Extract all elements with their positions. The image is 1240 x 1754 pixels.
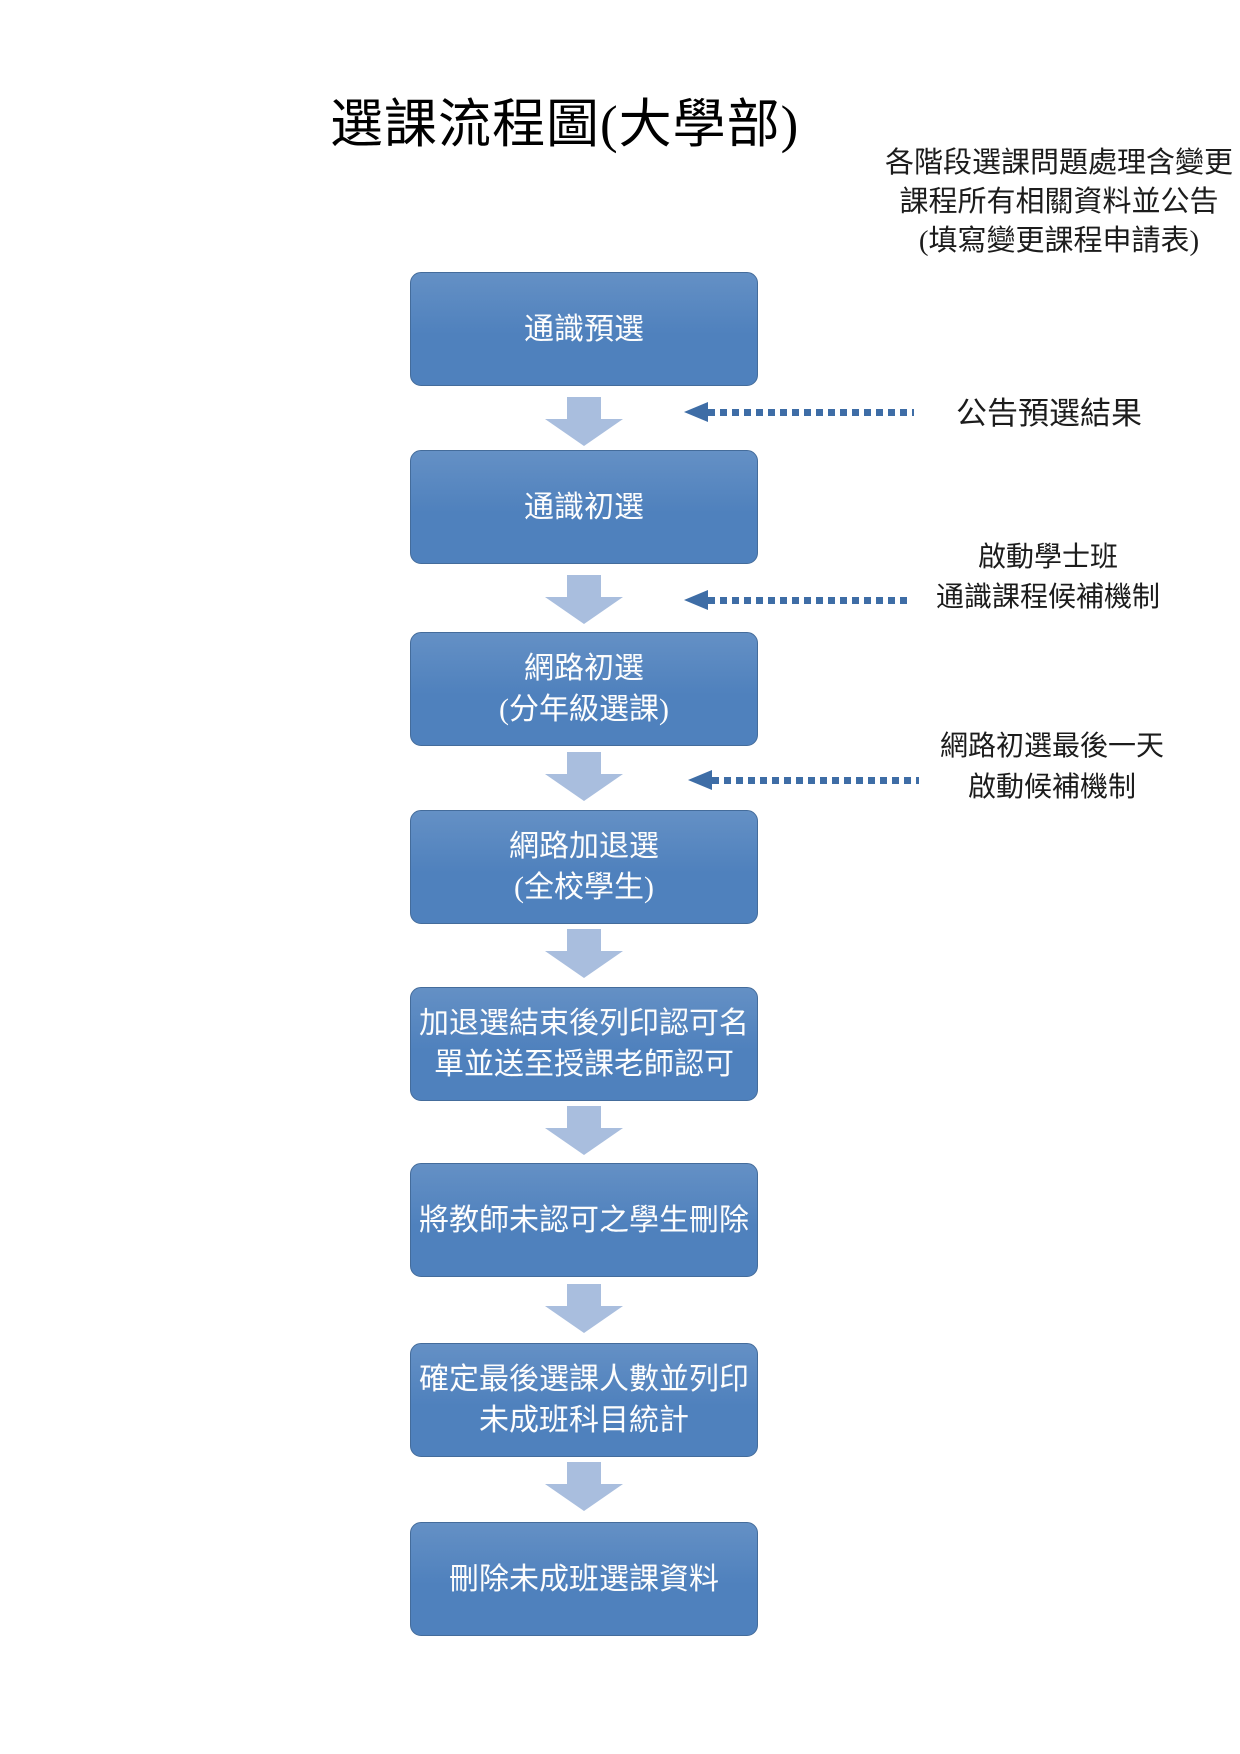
- down-arrow-icon: [545, 752, 623, 801]
- dotted-line: [708, 408, 914, 416]
- down-arrow-icon: [545, 929, 623, 978]
- flow-step-general-preselect: 通識預選: [410, 272, 758, 386]
- annotation-last-day-waitlist: 網路初選最後一天 啟動候補機制: [939, 731, 1164, 803]
- flow-step-label: 確定最後選課人數並列印 未成班科目統計: [419, 1363, 749, 1437]
- annotation-waitlist-start: 啟動學士班 通識課程候補機制: [935, 542, 1160, 613]
- top-right-note: 各階段選課問題處理含變更 課程所有相關資料並公告 (填寫變更課程申請表): [884, 147, 1233, 257]
- down-arrow-icon: [545, 1106, 623, 1155]
- left-arrowhead-icon: [688, 770, 712, 790]
- dotted-line: [708, 596, 910, 604]
- dotted-connector-2: [684, 589, 910, 611]
- flow-step-print-approval-list: 加退選結束後列印認可名 單並送至授課老師認可: [410, 987, 758, 1101]
- flow-step-delete-cancelled-classes: 刪除未成班選課資料: [410, 1522, 758, 1636]
- page-title: 選課流程圖(大學部): [330, 96, 800, 154]
- flow-step-finalize-counts: 確定最後選課人數並列印 未成班科目統計: [410, 1343, 758, 1457]
- dotted-line: [712, 776, 919, 784]
- flow-step-add-drop: 網路加退選 (全校學生): [410, 810, 758, 924]
- down-arrow-icon: [545, 575, 623, 624]
- left-arrowhead-icon: [684, 402, 708, 422]
- down-arrow-icon: [545, 1284, 623, 1333]
- dotted-connector-3: [688, 769, 919, 791]
- flow-step-label: 通識預選: [524, 312, 644, 346]
- flow-step-delete-unapproved: 將教師未認可之學生刪除: [410, 1163, 758, 1277]
- left-arrowhead-icon: [684, 590, 708, 610]
- annotation-preselect-result: 公告預選結果: [956, 396, 1142, 431]
- flow-step-label: 加退選結束後列印認可名 單並送至授課老師認可: [419, 1007, 749, 1081]
- flow-step-label: 網路加退選 (全校學生): [509, 830, 659, 904]
- flow-step-label: 將教師未認可之學生刪除: [419, 1203, 749, 1237]
- down-arrow-icon: [545, 397, 623, 446]
- flow-step-general-initial: 通識初選: [410, 450, 758, 564]
- flow-step-label: 通識初選: [524, 490, 644, 524]
- dotted-connector-1: [684, 401, 914, 423]
- flow-step-online-initial: 網路初選 (分年級選課): [410, 632, 758, 746]
- flow-step-label: 刪除未成班選課資料: [449, 1562, 719, 1596]
- flow-step-label: 網路初選 (分年級選課): [499, 652, 669, 726]
- down-arrow-icon: [545, 1462, 623, 1511]
